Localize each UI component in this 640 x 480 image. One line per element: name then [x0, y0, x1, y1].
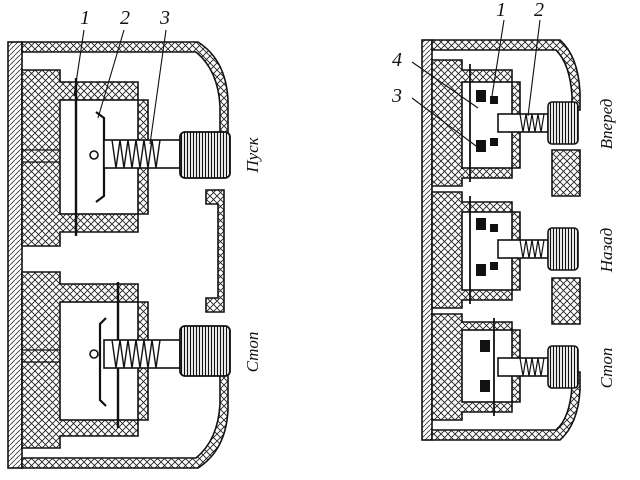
left-leader-2 [97, 29, 125, 119]
left-pin-lower [89, 349, 99, 359]
right-spring-back [519, 239, 545, 259]
left-base-plate [7, 41, 23, 469]
left-leader-1 [73, 29, 85, 97]
right-knob-stop[interactable] [547, 345, 579, 389]
right-label-back: Назад [597, 227, 616, 273]
left-contact-bridge-lower [98, 317, 107, 407]
left-spring-lower [111, 339, 161, 369]
right-station [411, 19, 581, 441]
left-callout-2: 2 [120, 7, 130, 29]
right-spring-forward [519, 113, 545, 133]
left-knob-stop[interactable] [179, 325, 231, 377]
right-base-plate [421, 39, 433, 441]
left-pin-upper [89, 150, 99, 160]
right-callout-3: 3 [391, 85, 402, 107]
left-label-stop: Стоп [243, 332, 262, 373]
right-leader-1 [491, 19, 505, 97]
right-separator-b [551, 277, 581, 325]
right-leader-2 [527, 19, 541, 117]
right-callout-2: 2 [534, 0, 544, 21]
left-label-start: Пуск [243, 136, 262, 173]
right-callout-1: 1 [496, 0, 506, 21]
right-leader-4 [411, 61, 479, 109]
right-label-stop: Стоп [597, 348, 616, 389]
left-spring-upper [111, 139, 161, 169]
right-knob-back[interactable] [547, 227, 579, 271]
left-station [7, 29, 231, 469]
right-separator-a [551, 149, 581, 197]
right-callout-4: 4 [392, 49, 402, 71]
right-spring-stop [519, 357, 545, 377]
left-callout-1: 1 [80, 7, 90, 29]
right-contact-pads [476, 90, 498, 392]
right-knob-forward[interactable] [547, 101, 579, 145]
right-leader-3 [411, 97, 477, 147]
right-label-forward: Вперед [597, 98, 616, 149]
left-leader-3 [149, 29, 167, 145]
left-knob-start[interactable] [179, 131, 231, 179]
left-callout-3: 3 [159, 7, 170, 29]
left-separator [205, 189, 225, 313]
